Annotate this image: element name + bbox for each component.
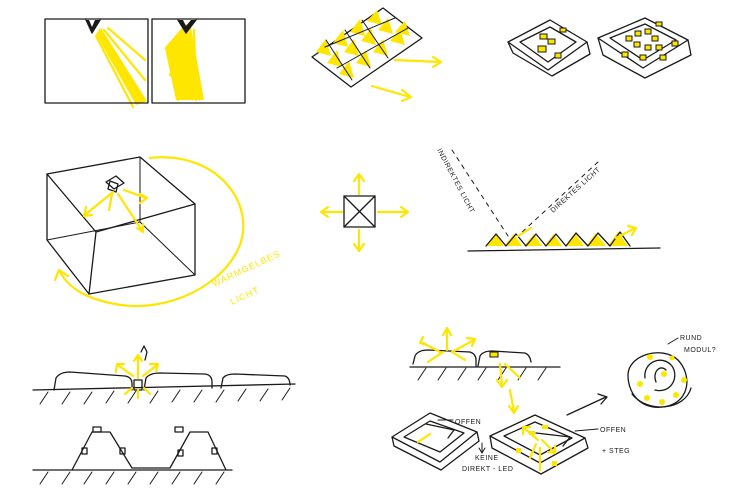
indirect-light-label: INDIREKTES LICHT — [435, 148, 475, 215]
sketch-indirect-direct: INDIREKTES LICHT DIREKTES LICHT — [435, 148, 661, 252]
warm-light-label: WARMGELBES — [211, 248, 282, 288]
direct-light-label: DIREKTES LICHT — [550, 166, 603, 214]
sketch-omni-light — [319, 172, 410, 253]
sketch-tilted-modules: OFFEN KEINE DIREKT - LED OFFEN + STEG — [391, 412, 630, 475]
sketch-round-module: RUND MODUL? — [566, 335, 716, 416]
sketch-led-modules — [507, 17, 692, 79]
modul-label: MODUL? — [684, 347, 716, 354]
offen-right-label: OFFEN — [600, 427, 626, 434]
direkt-led-label: DIREKT - LED — [462, 466, 513, 473]
keine-label: KEINE — [475, 455, 499, 462]
steg-label: + STEG — [602, 448, 630, 455]
sketch-modules-on-ground — [409, 326, 561, 415]
sketch-ground-section — [32, 345, 296, 405]
rund-label: RUND — [680, 335, 702, 342]
sketch-light-beam-squares — [44, 18, 246, 109]
light-label: LICHT — [229, 285, 261, 307]
sketch-room-cube: WARMGELBES LICHT — [46, 156, 282, 308]
offen-left-label: OFFEN — [455, 419, 481, 426]
sketch-zigzag-ground — [32, 426, 233, 485]
sketch-pyramid-grid — [311, 7, 443, 103]
